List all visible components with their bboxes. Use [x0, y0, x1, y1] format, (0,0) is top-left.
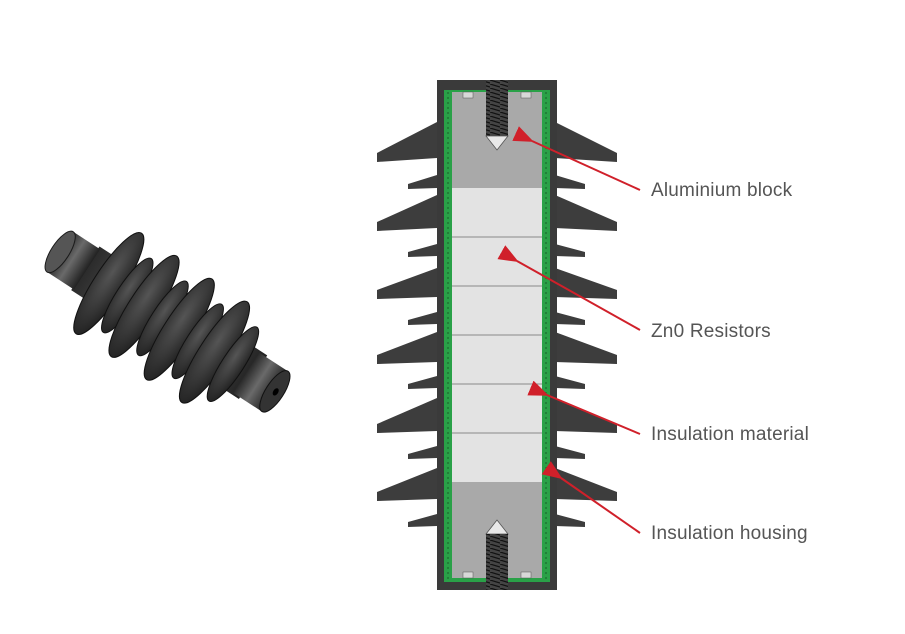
arrester-bottom-cap: [233, 352, 288, 412]
callout-arrows: [497, 126, 641, 534]
label-zno-resistors: Zn0 Resistors: [651, 321, 771, 342]
arrow-insulation-housing: [541, 461, 641, 534]
arrow-zno-resistors: [497, 245, 641, 331]
label-insulation-housing: Insulation housing: [651, 523, 808, 544]
arrester-top-cap-face: [44, 230, 76, 274]
surge-arrester-3d-icon: [44, 230, 291, 413]
arrester-cross-section: [377, 80, 617, 590]
arrester-bolt-hole: [272, 388, 279, 396]
zno-resistor-stack: [452, 188, 542, 482]
top-threaded-stud: [486, 80, 508, 136]
arrow-insulation-material: [527, 380, 641, 435]
arrester-sheds: [73, 232, 260, 404]
housing-sheds-left: [377, 122, 437, 527]
label-insulation-material: Insulation material: [651, 424, 809, 445]
housing-sheds-right: [555, 122, 617, 527]
bottom-threaded-stud: [486, 534, 508, 590]
arrow-aluminium-block: [512, 126, 641, 191]
arrester-top-cap: [47, 231, 101, 290]
label-aluminium-block: Aluminium block: [651, 180, 793, 201]
